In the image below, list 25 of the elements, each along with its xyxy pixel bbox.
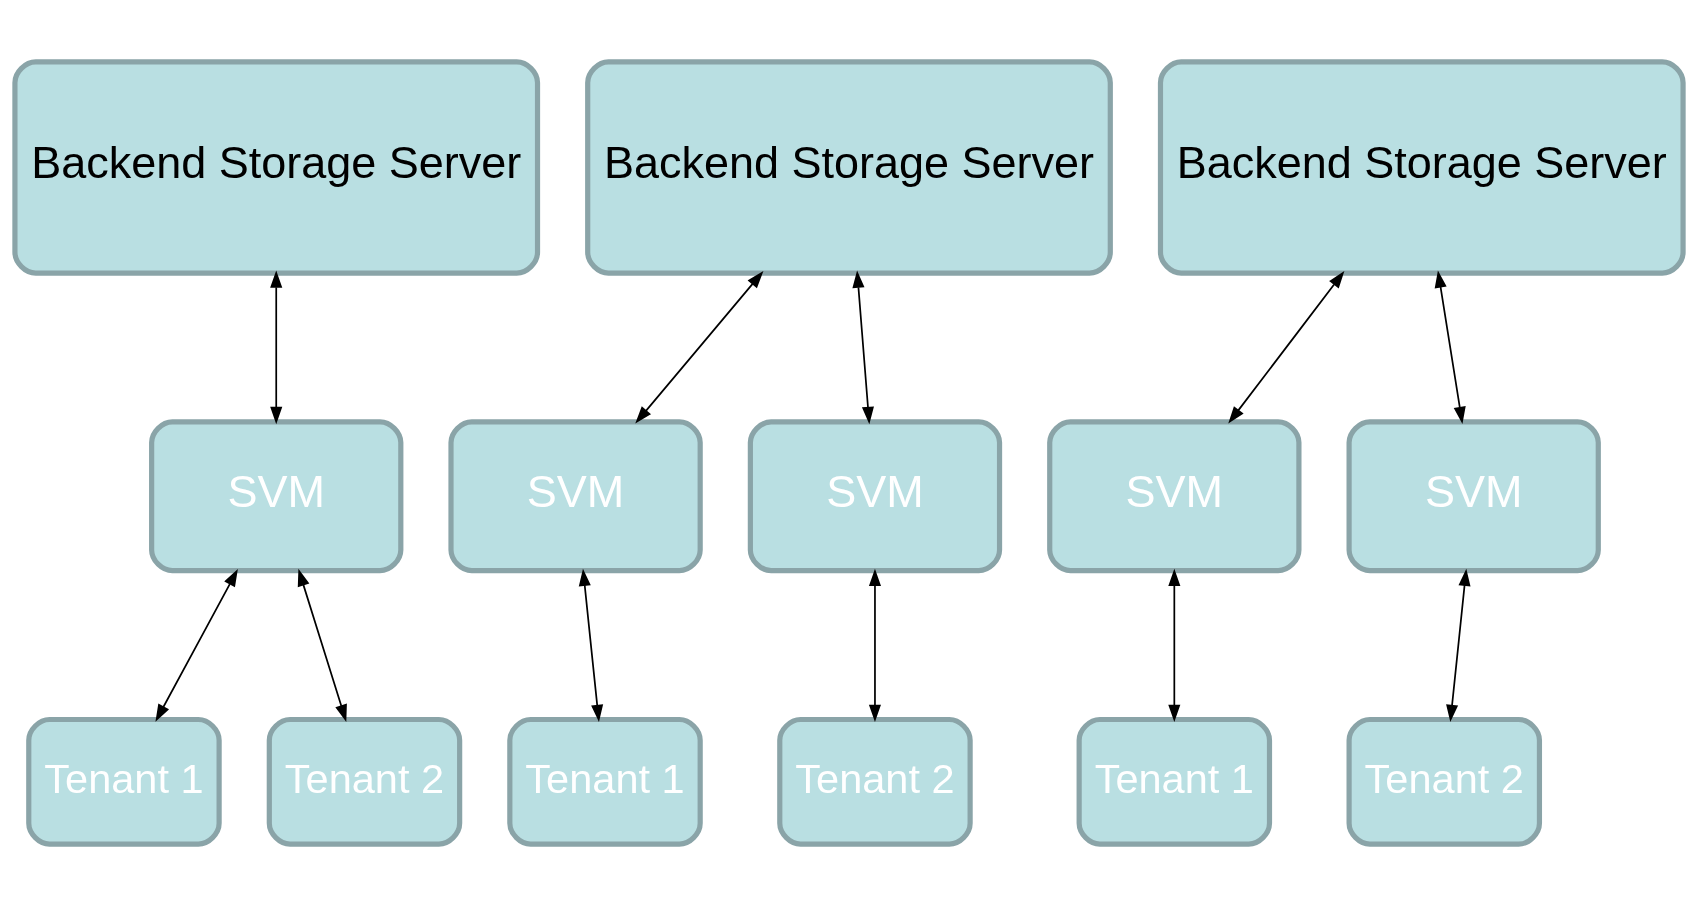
node-box: Tenant 1 (1076, 716, 1273, 847)
node-box: Tenant 1 (26, 716, 222, 847)
node-box: SVM (1047, 418, 1302, 573)
node-box: SVM (448, 418, 703, 573)
node-box: Backend Storage Server (12, 58, 541, 276)
arrow (852, 269, 874, 424)
arrow (1446, 568, 1471, 722)
node-box: Backend Storage Server (1157, 58, 1686, 276)
node-box: Backend Storage Server (585, 58, 1113, 276)
node-box: SVM (747, 418, 1003, 573)
arrow (868, 568, 881, 722)
node-box: Tenant 2 (777, 716, 973, 847)
arrow (635, 270, 764, 424)
arrow (297, 568, 347, 722)
node-box: Tenant 2 (266, 716, 463, 847)
node-box: Tenant 1 (507, 716, 703, 847)
arrow (1228, 270, 1345, 424)
arrow (1434, 269, 1466, 424)
arrow (155, 568, 238, 722)
arrow (1168, 568, 1181, 722)
node-box: SVM (149, 418, 404, 573)
node-box: SVM (1346, 418, 1601, 573)
arrow (270, 269, 283, 424)
arrow (578, 568, 604, 722)
node-box: Tenant 2 (1346, 716, 1543, 847)
